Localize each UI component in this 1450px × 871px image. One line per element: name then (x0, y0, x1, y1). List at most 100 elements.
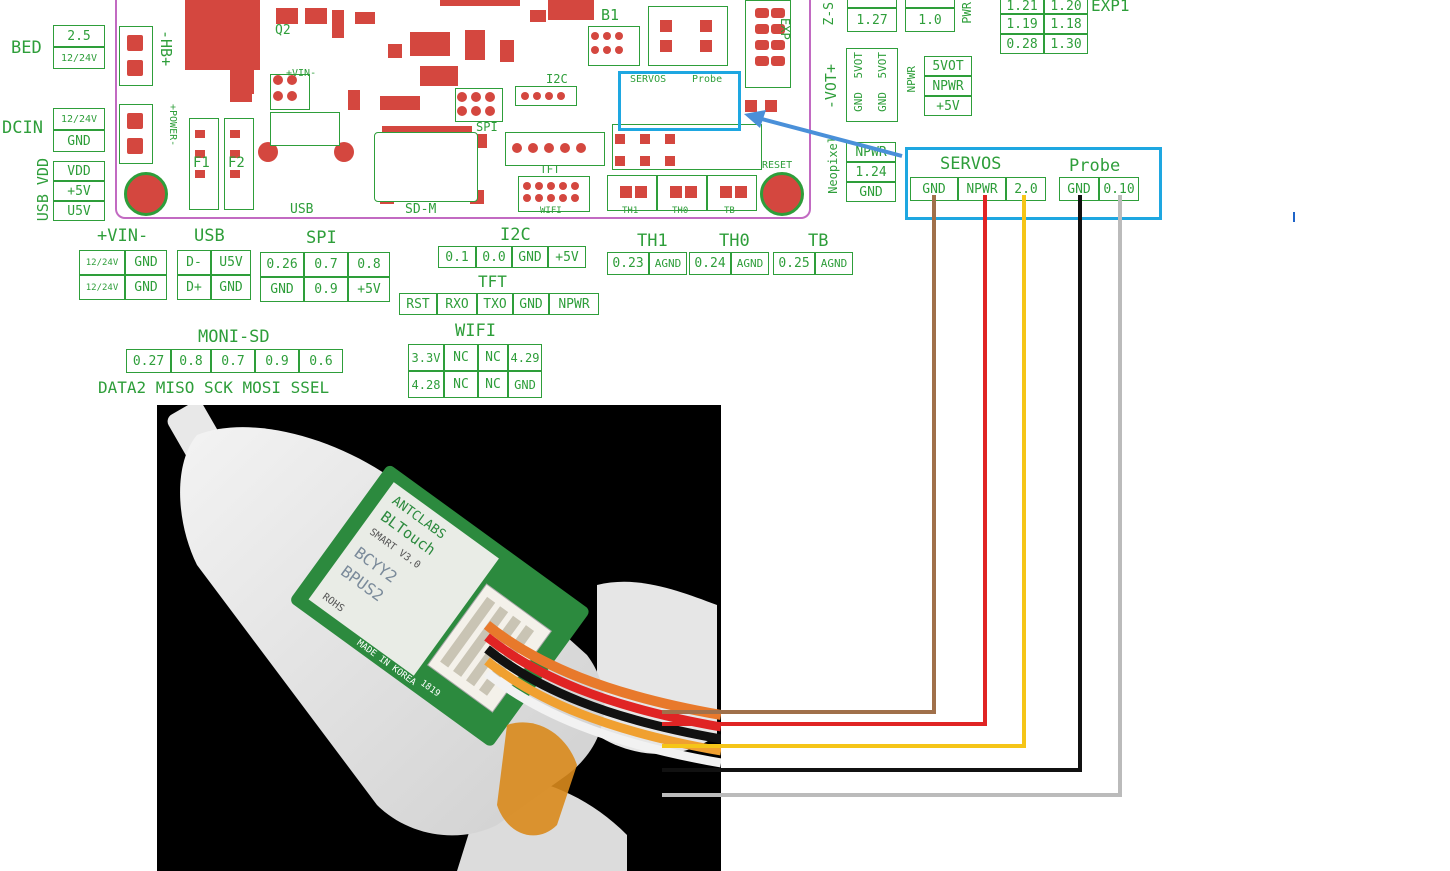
tft-silk-label: TFT (540, 163, 560, 176)
sd-slot (374, 132, 478, 202)
wifi-pin: GND (508, 371, 542, 398)
mounting-hole (124, 172, 168, 216)
component-row (382, 126, 472, 136)
bltouch-photo: ANTCLABS BLTouch SMART V3.0 BCYY2 BPUS2 … (157, 405, 721, 871)
neopixel-pin: 1.24 (846, 162, 896, 182)
mosfet-heatsink (185, 0, 260, 70)
callout-servos-title: SERVOS (940, 154, 1002, 174)
dcin-label: DCIN (2, 118, 43, 138)
top-pin-cap (847, 0, 897, 8)
tft-pin: RXO (437, 293, 477, 315)
exp1-pin: 1.19 (1000, 14, 1044, 34)
component (276, 8, 298, 24)
moni-sd-pin: 0.6 (299, 349, 343, 373)
bltouch-illustration: ANTCLABS BLTouch SMART V3.0 BCYY2 BPUS2 … (167, 405, 721, 871)
usb-vdd-label: USB VDD (34, 158, 52, 222)
dcin-pin-1: 12/24V (53, 108, 105, 130)
tb-pin: 0.25 (773, 252, 815, 275)
component (465, 30, 485, 60)
component (420, 66, 458, 86)
th1-silk-label: TH1 (622, 206, 639, 216)
wifi-pin: NC (444, 344, 478, 371)
top-pin-cap (905, 0, 955, 8)
usb-silk-label: USB (290, 202, 314, 217)
callout-arrow (744, 110, 903, 158)
wifi-label: WIFI (455, 321, 496, 341)
5v-pin: +5V (53, 181, 105, 201)
u5v-pin: U5V (53, 201, 105, 221)
callout-servo-gnd-pin: GND (910, 177, 958, 201)
moni-sd-pin: 0.7 (211, 349, 255, 373)
i2c-pin: GND (512, 246, 548, 268)
i2c-label: I2C (500, 225, 531, 245)
tft-label: TFT (478, 272, 507, 291)
usb-pin: D- (177, 250, 211, 275)
usb-port (270, 112, 340, 146)
tft-pin: GND (513, 293, 549, 315)
usb-pin: GND (211, 275, 251, 300)
moni-sd-pin: 0.27 (126, 349, 171, 373)
wifi-pin: 4.29 (508, 344, 542, 371)
probe-silk-label: Probe (692, 74, 723, 85)
th0-pin: AGND (731, 252, 769, 275)
tft-pin: RST (399, 293, 437, 315)
wifi-pin: NC (478, 371, 508, 398)
i2c-pin: 0.0 (476, 246, 512, 268)
z-s-label: Z-S (822, 2, 837, 26)
th1-pin: AGND (649, 252, 687, 275)
th1-label: TH1 (637, 231, 668, 251)
q2-label: Q2 (275, 23, 291, 38)
moni-sd-pin-names: DATA2 MISO SCK MOSI SSEL (98, 378, 330, 397)
component (258, 142, 278, 162)
board-pin-dots (127, 8, 785, 202)
exp1-pin: 1.20 (1044, 0, 1088, 14)
black-wire (662, 195, 1082, 772)
moni-sd-label: MONI-SD (198, 327, 270, 347)
tb-silk-label: TB (724, 206, 735, 216)
tb-label: TB (808, 231, 829, 251)
wifi-connector (518, 176, 590, 212)
component (380, 96, 420, 110)
top-pin: 1.27 (847, 8, 897, 32)
vin-pin: GND (125, 275, 167, 300)
component (305, 8, 327, 24)
callout-probe-gnd-pin: GND (1059, 177, 1099, 201)
exp1-label: EXP1 (1091, 0, 1130, 15)
usb-pin: U5V (211, 250, 251, 275)
b1-label: B1 (601, 6, 620, 24)
component (334, 142, 354, 162)
exp-silk-label: EXP (778, 18, 792, 40)
spi-label: SPI (306, 228, 337, 248)
spi-pin: +5V (348, 277, 390, 302)
component (348, 90, 360, 110)
component (410, 32, 450, 56)
th1-pin: 0.23 (607, 252, 649, 275)
vin-silk-label: +VIN- (286, 68, 317, 79)
hb-silk-label: -HB+ (157, 30, 175, 67)
bed-pin-1: 2.5 (53, 25, 105, 47)
callout-servo-signal-pin: 2.0 (1006, 177, 1046, 201)
power-silk-label: +POWER- (167, 104, 178, 147)
vin-pin: 12/24V (79, 250, 125, 275)
sensor-headers (612, 124, 762, 170)
vin-pin: 12/24V (79, 275, 125, 300)
wifi-pin: 4.28 (408, 371, 444, 398)
exp1-pin: 1.21 (1000, 0, 1044, 14)
dcin-pin-2: GND (53, 130, 105, 152)
vot-pin: 5VOT (876, 52, 889, 79)
pwr-label: PWR (960, 2, 974, 24)
f2-label: F2 (228, 155, 245, 171)
exp1-pin: 1.30 (1044, 34, 1088, 54)
usb-label: USB (194, 226, 225, 246)
exp1-pin: 0.28 (1000, 34, 1044, 54)
component (475, 134, 487, 148)
npwr-side-label: NPWR (905, 66, 918, 93)
pwr-pin: 5VOT (924, 56, 972, 76)
pwr-pin: +5V (924, 96, 972, 116)
i2c-silk-label: I2C (546, 72, 568, 86)
vin-pin: GND (125, 250, 167, 275)
vot-pin: 5VOT (852, 52, 865, 79)
component (230, 70, 254, 94)
tft-pin: TXO (477, 293, 513, 315)
pwr-pin: NPWR (924, 76, 972, 96)
